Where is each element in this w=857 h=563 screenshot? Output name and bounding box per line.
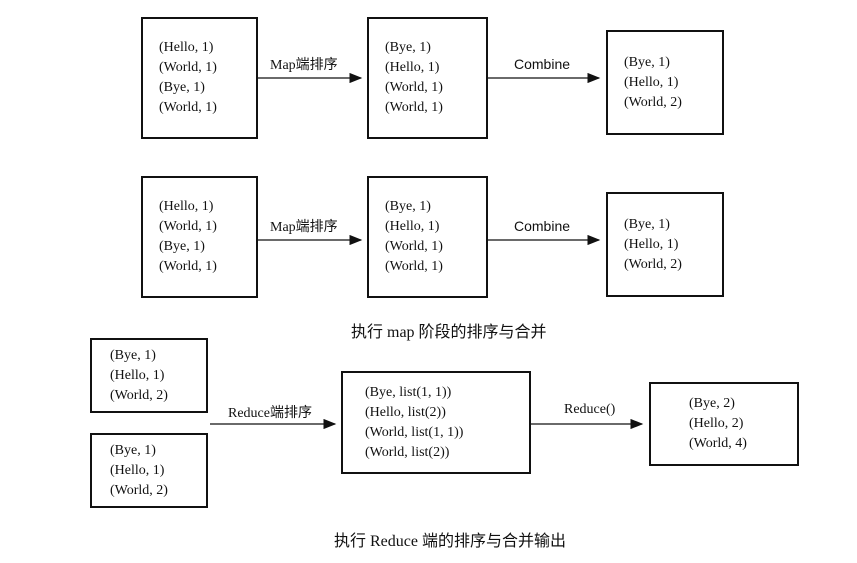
kv-line: (Bye, 1) bbox=[159, 80, 205, 95]
reduce-input-box-b: (Bye, 1) (Hello, 1) (World, 2) bbox=[90, 433, 208, 508]
reduce-sort-label: Reduce端排序 bbox=[228, 406, 312, 421]
kv-line: (Hello, 1) bbox=[110, 367, 165, 383]
kv-line: (Bye, 1) bbox=[159, 239, 205, 254]
kv-line: (Bye, 1) bbox=[385, 199, 431, 214]
kv-line: (Hello, 1) bbox=[159, 40, 214, 55]
kv-line: (World, 1) bbox=[385, 259, 443, 274]
reduce-input-box-a: (Bye, 1) (Hello, 1) (World, 2) bbox=[90, 338, 208, 413]
map-phase-caption: 执行 map 阶段的排序与合并 bbox=[351, 324, 547, 341]
kv-line: (World, 1) bbox=[159, 60, 217, 75]
grouped-box: (Bye, list(1, 1)) (Hello, list(2)) (Worl… bbox=[341, 371, 531, 474]
reduce-phase-caption: 执行 Reduce 端的排序与合并输出 bbox=[334, 533, 566, 550]
kv-line: (World, 1) bbox=[159, 259, 217, 274]
map-input-box-1: (Hello, 1) (World, 1) (Bye, 1) (World, 1… bbox=[141, 17, 258, 139]
output-box: (Bye, 2) (Hello, 2) (World, 4) bbox=[649, 382, 799, 466]
kv-line: (World, 4) bbox=[689, 436, 747, 451]
map-sorted-box-2: (Bye, 1) (Hello, 1) (World, 1) (World, 1… bbox=[367, 176, 488, 298]
map-input-box-2: (Hello, 1) (World, 1) (Bye, 1) (World, 1… bbox=[141, 176, 258, 298]
kv-line: (World, 2) bbox=[110, 482, 168, 498]
combine-label-2: Combine bbox=[514, 218, 571, 234]
kv-line: (World, 1) bbox=[159, 219, 217, 234]
kv-line: (World, 2) bbox=[110, 387, 168, 403]
kv-line: (World, list(2)) bbox=[365, 444, 450, 460]
kv-line: (Hello, 1) bbox=[624, 74, 679, 90]
kv-line: (Hello, 1) bbox=[385, 60, 440, 75]
kv-line: (World, list(1, 1)) bbox=[365, 424, 464, 440]
kv-line: (Bye, 1) bbox=[110, 442, 156, 458]
combine-label-1: Combine bbox=[514, 56, 571, 72]
kv-line: (Bye, 1) bbox=[624, 54, 670, 70]
kv-line: (Bye, 1) bbox=[624, 216, 670, 232]
kv-line: (World, 1) bbox=[385, 239, 443, 254]
kv-line: (World, 1) bbox=[385, 80, 443, 95]
combined-box-2: (Bye, 1) (Hello, 1) (World, 2) bbox=[606, 192, 724, 297]
map-sort-label-1: Map端排序 bbox=[270, 58, 338, 73]
kv-line: (Hello, 1) bbox=[385, 219, 440, 234]
kv-line: (World, 2) bbox=[624, 256, 682, 272]
kv-line: (Hello, 2) bbox=[689, 416, 744, 431]
map-sort-label-2: Map端排序 bbox=[270, 220, 338, 235]
kv-line: (Bye, list(1, 1)) bbox=[365, 384, 452, 400]
kv-line: (Bye, 2) bbox=[689, 396, 735, 411]
map-sorted-box-1: (Bye, 1) (Hello, 1) (World, 1) (World, 1… bbox=[367, 17, 488, 139]
kv-line: (Hello, list(2)) bbox=[365, 404, 446, 420]
kv-line: (Bye, 1) bbox=[385, 40, 431, 55]
reduce-label: Reduce() bbox=[564, 402, 616, 417]
kv-line: (World, 2) bbox=[624, 94, 682, 110]
kv-line: (World, 1) bbox=[159, 100, 217, 115]
kv-line: (Bye, 1) bbox=[110, 347, 156, 363]
combined-box-1: (Bye, 1) (Hello, 1) (World, 2) bbox=[606, 30, 724, 135]
kv-line: (World, 1) bbox=[385, 100, 443, 115]
kv-line: (Hello, 1) bbox=[159, 199, 214, 214]
kv-line: (Hello, 1) bbox=[624, 236, 679, 252]
kv-line: (Hello, 1) bbox=[110, 462, 165, 478]
